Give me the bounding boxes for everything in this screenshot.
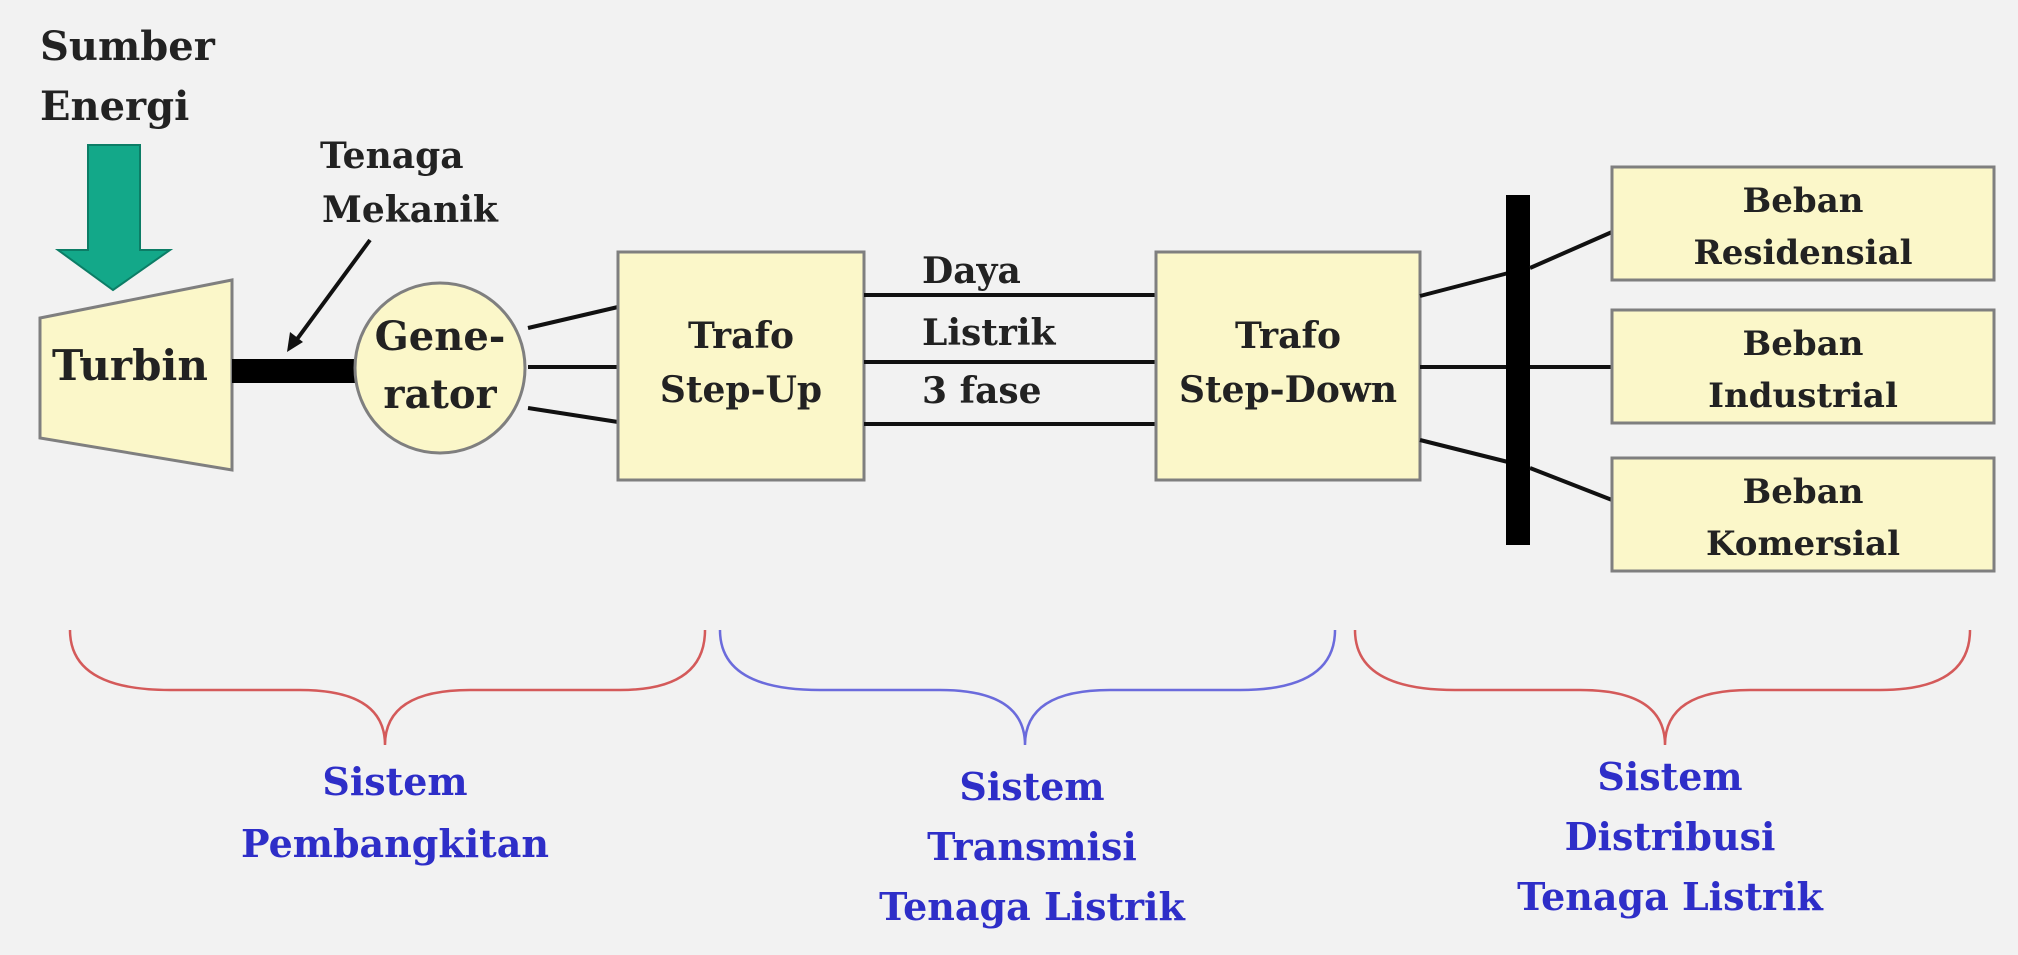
generator-label-line2: rator: [383, 371, 497, 418]
load-residential-label-line1: Beban: [1743, 181, 1864, 221]
system-transmission-label-line3: Tenaga Listrik: [879, 884, 1185, 929]
load-commercial-label-line1: Beban: [1743, 472, 1864, 512]
step-up-label-line2: Step-Up: [660, 369, 822, 411]
load-box-commercial: [1610, 456, 1996, 573]
load-industrial-label-line1: Beban: [1743, 324, 1864, 364]
system-distribution-label-line3: Tenaga Listrik: [1517, 874, 1823, 919]
system-generation-label-line1: Sistem: [322, 759, 467, 804]
mechanical-pointer-arrowhead-icon: [287, 332, 303, 352]
mechanical-pointer-arrow: [290, 238, 372, 348]
bus-feed-bottom: [1419, 438, 1521, 467]
generator-label-line1: Gene-: [375, 313, 506, 360]
system-transmission-label-line1: Sistem: [959, 764, 1104, 809]
distribution-bus-bar: [1506, 195, 1530, 545]
bus-feed-top: [1419, 268, 1521, 298]
gen-line-top: [527, 305, 619, 330]
energy-source-label-line1: Sumber: [40, 23, 216, 70]
system-transmission-label-line2: Transmisi: [927, 824, 1137, 869]
load-commercial-label-line2: Komersial: [1706, 524, 1900, 564]
load-residential-label-line2: Residensial: [1693, 233, 1912, 273]
brace-transmission: [718, 629, 1337, 746]
turbine-shape: [38, 278, 234, 472]
load-line-commercial: [1529, 466, 1613, 502]
brace-generation: [68, 629, 707, 746]
step-up-transformer-box: [616, 250, 866, 482]
gen-line-bottom: [527, 406, 619, 424]
system-generation-label-line2: Pembangkitan: [241, 821, 549, 866]
brace-distribution: [1353, 629, 1972, 746]
power-line-label-line3: 3 fase: [922, 370, 1042, 412]
step-up-label-line1: Trafo: [688, 315, 794, 357]
power-line-label-line2: Listrik: [922, 312, 1057, 354]
turbine-label: Turbin: [52, 341, 208, 390]
energy-arrow-icon: [54, 144, 174, 292]
energy-source-label-line2: Energi: [40, 83, 189, 130]
shaft-bar: [232, 359, 356, 383]
load-line-residential: [1529, 230, 1613, 270]
step-down-transformer-box: [1154, 250, 1422, 482]
mechanical-power-label-line1: Tenaga: [320, 135, 464, 177]
load-box-industrial: [1610, 308, 1996, 425]
mechanical-power-label-line2: Mekanik: [322, 189, 499, 231]
load-industrial-label-line2: Industrial: [1708, 376, 1898, 416]
load-box-residential: [1610, 165, 1996, 282]
system-distribution-label-line1: Sistem: [1597, 754, 1742, 799]
step-down-label-line2: Step-Down: [1179, 369, 1397, 411]
power-line-label-line1: Daya: [922, 250, 1021, 292]
system-distribution-label-line2: Distribusi: [1565, 814, 1776, 859]
generator-circle: [353, 281, 527, 455]
step-down-label-line1: Trafo: [1235, 315, 1341, 357]
